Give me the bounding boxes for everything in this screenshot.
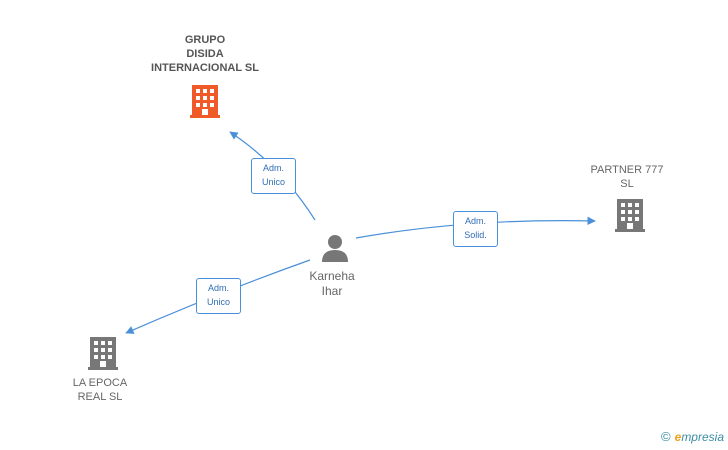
building-icon[interactable]	[190, 85, 220, 118]
company-label-la-epoca[interactable]: LA EPOCA REAL SL	[72, 377, 128, 403]
brand-logo: empresia	[674, 429, 724, 444]
company-label-partner-777[interactable]: PARTNER 777 SL	[590, 164, 664, 190]
person-icon[interactable]	[322, 235, 348, 262]
edge-label-adm-unico-grupo: Adm. Unico	[251, 158, 296, 194]
brand-footer: © empresia	[661, 429, 724, 444]
company-label-grupo-disida[interactable]: GRUPO DISIDA INTERNACIONAL SL	[151, 34, 259, 74]
building-icon[interactable]	[88, 337, 118, 370]
building-icon[interactable]	[615, 199, 645, 232]
edge-label-adm-unico-epoca: Adm. Unico	[196, 278, 241, 314]
person-label[interactable]: Karneha Ihar	[309, 269, 355, 298]
copyright-icon: ©	[661, 429, 671, 444]
edge-label-adm-solid-partner: Adm. Solid.	[453, 211, 498, 247]
